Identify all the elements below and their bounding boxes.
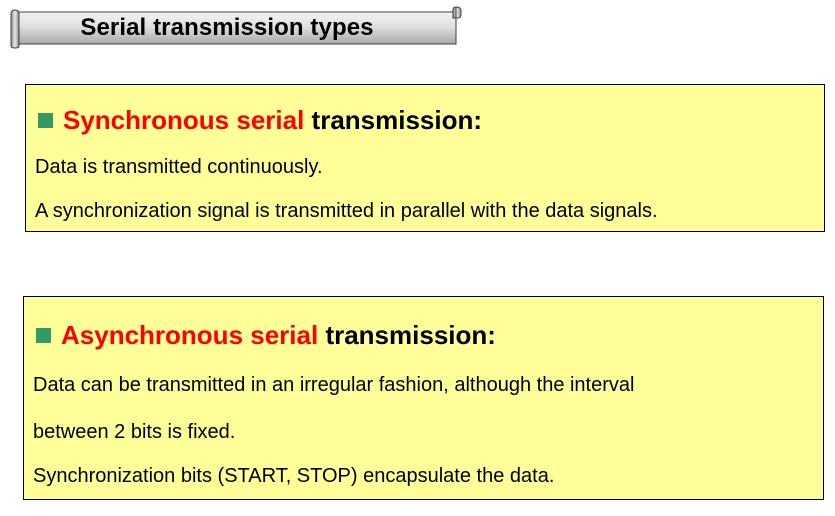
asynchronous-line-3: Synchronization bits (START, STOP) encap… bbox=[33, 465, 555, 487]
page-title: Serial transmission types bbox=[80, 14, 374, 41]
synchronous-heading-highlight: Synchronous serial bbox=[63, 105, 305, 135]
asynchronous-heading-rest: transmission: bbox=[325, 320, 496, 350]
square-bullet-icon bbox=[38, 112, 53, 128]
synchronous-heading: Synchronous serial transmission: bbox=[38, 105, 482, 135]
title-banner: Serial transmission types bbox=[10, 6, 462, 49]
synchronous-line-1: Data is transmitted continuously. bbox=[35, 156, 323, 178]
asynchronous-heading-highlight: Asynchronous serial bbox=[61, 320, 319, 350]
scroll-banner-shape bbox=[10, 6, 462, 49]
synchronous-section: Synchronous serial transmission: Data is… bbox=[25, 84, 825, 232]
asynchronous-line-1: Data can be transmitted in an irregular … bbox=[33, 374, 635, 396]
asynchronous-section: Asynchronous serial transmission: Data c… bbox=[23, 296, 824, 500]
synchronous-heading-rest: transmission: bbox=[311, 105, 483, 135]
asynchronous-line-2: between 2 bits is fixed. bbox=[33, 421, 236, 443]
synchronous-line-2: A synchronization signal is transmitted … bbox=[35, 200, 658, 222]
asynchronous-heading: Asynchronous serial transmission: bbox=[36, 320, 496, 350]
square-bullet-icon bbox=[36, 327, 51, 343]
